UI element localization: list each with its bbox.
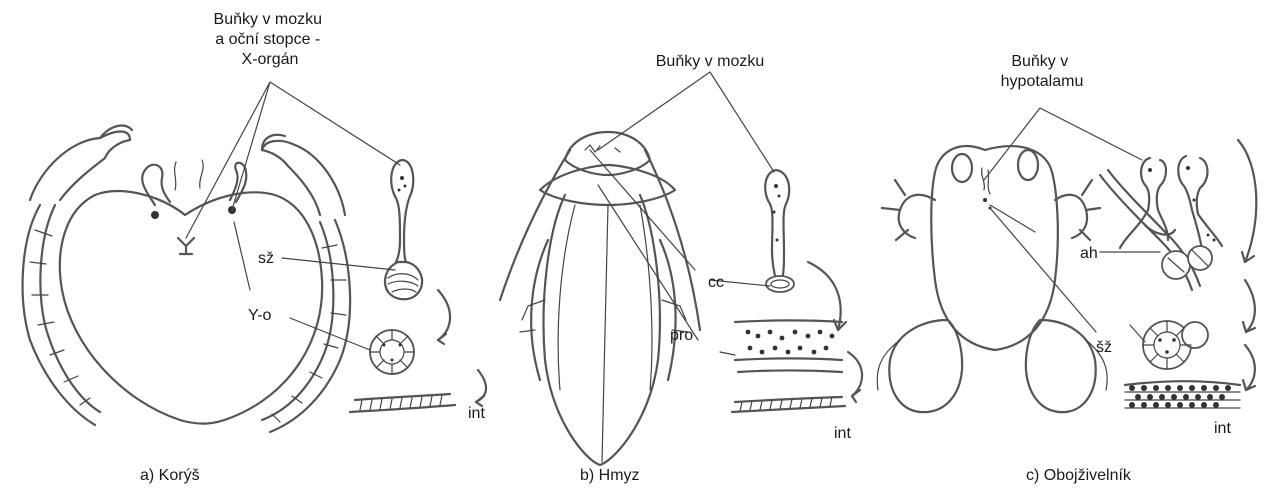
caption-b: b) Hmyz: [580, 467, 640, 484]
caption-a: a) Korýš: [140, 467, 200, 484]
frog-ah-label: ah: [1080, 245, 1098, 262]
crab-eye-left: [151, 211, 159, 219]
panel-crab: Buňky v mozku a oční stopce - X-orgán sž…: [23, 11, 486, 484]
insect-brain-cells-label: Buňky v mozku: [656, 53, 764, 70]
crab-brain: [178, 238, 194, 254]
frog-right-front-leg: [1055, 180, 1100, 240]
crab-neurosecretory-cell: [391, 160, 413, 262]
frog-eye: [1018, 150, 1038, 180]
insect-int-label: int: [834, 425, 851, 442]
frog-left-front-leg: [882, 180, 935, 240]
crab-yo-label: Y-o: [248, 307, 272, 324]
caption-c: c) Obojživelník: [1026, 467, 1132, 484]
frog-body: [931, 146, 1058, 350]
crab-int-label: int: [468, 405, 485, 422]
frog-adenohypophysis: [1100, 170, 1212, 290]
panel-insect: Buňky v mozku cc pro int b) Hmyz: [500, 53, 862, 484]
crab-integument: [350, 394, 455, 412]
frog-hypothalamus: [982, 168, 990, 194]
panel-frog: Buňky v hypotalamu ah šž int c) Obojžive…: [877, 53, 1256, 484]
insect-cc-label: cc: [708, 274, 724, 291]
insect-corpora-cardiaca: [766, 276, 794, 292]
frog-hypothalamus-cells-label: Buňky v hypotalamu: [1001, 53, 1084, 90]
frog-integument: [1125, 381, 1240, 408]
crab-right-claw: [262, 141, 345, 215]
crab-carapace: [60, 191, 322, 424]
frog-thyroid-gland: [1143, 321, 1208, 369]
crab-sz-label: sž: [258, 250, 274, 267]
insect-pro-label: pro: [670, 327, 693, 344]
insect-prothoracic-gland: [735, 321, 842, 373]
crab-left-legs: [23, 205, 95, 425]
crab-brain-cells-label: Buňky v mozku a oční stopce - X-orgán: [214, 11, 327, 68]
insect-body: [544, 195, 660, 465]
crab-sinus-gland: [385, 262, 422, 299]
insect-integument: [732, 397, 845, 412]
crab-left-claw: [30, 132, 130, 201]
crab-arrow-1: [438, 290, 450, 340]
frog-sz-label: šž: [1096, 339, 1112, 356]
insect-head: [565, 132, 650, 175]
frog-left-hind-leg: [889, 320, 962, 412]
frog-right-hind-leg: [1026, 320, 1096, 412]
frog-int-label: int: [1214, 420, 1231, 437]
crab-y-organ: [370, 330, 414, 374]
frog-neurosecretory-cells: [1120, 156, 1222, 250]
